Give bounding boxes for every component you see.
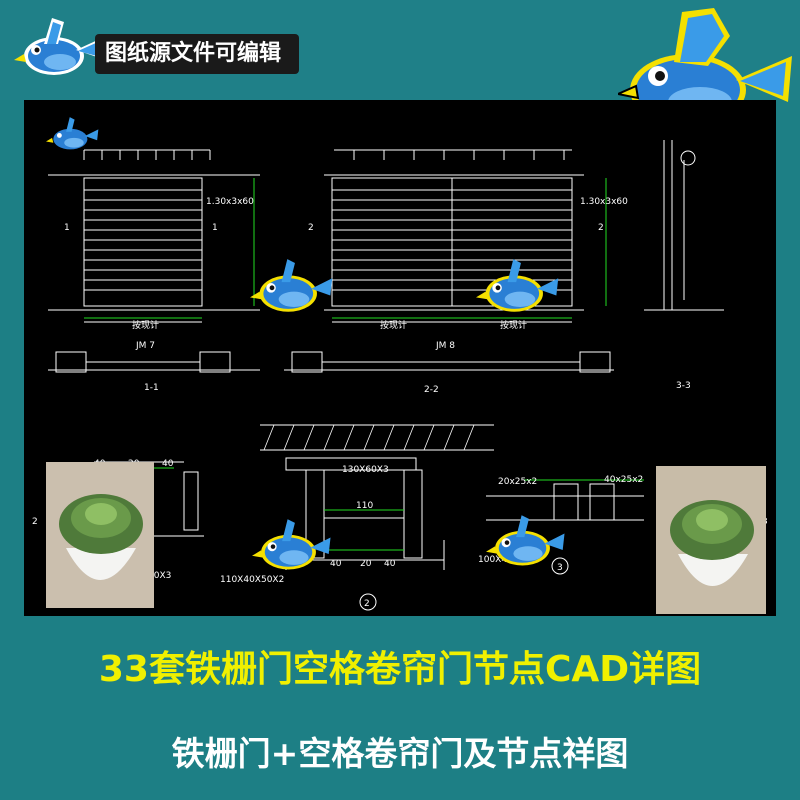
succulent-plant-photo — [656, 466, 766, 614]
detail-number: 2 — [364, 599, 370, 609]
cad-span-label: 按现计 — [132, 319, 159, 331]
cad-span-label: 按现计 — [380, 319, 407, 331]
section-label: 2-2 — [424, 385, 439, 395]
cad-spec: 130X60X3 — [342, 465, 389, 475]
headline: 33套铁栅门空格卷帘门节点CAD详图 — [98, 649, 702, 690]
cad-dim: 110 — [356, 501, 373, 511]
editable-badge: 图纸源文件可编辑 — [95, 34, 300, 74]
cad-spec: 110X40X50X2 — [220, 575, 284, 585]
bird-mascot-icon — [486, 515, 565, 566]
cad-jm-label: JM 7 — [135, 341, 155, 351]
cad-mark: 1 — [64, 223, 70, 233]
cad-spec: 60X3 — [148, 571, 171, 581]
cad-drawing-canvas: 1.30x3x60 1.30x3x60 按现计 按现计 按现计 JM 7 JM … — [24, 100, 776, 616]
cad-spec: 20x25x2 — [498, 477, 537, 487]
cad-mark: 1 — [212, 223, 218, 233]
cad-dim-label: 1.30x3x60 — [206, 197, 254, 207]
cad-dim: 20 — [360, 559, 372, 569]
subheadline: 铁栅门+空格卷帘门及节点祥图 — [171, 734, 629, 773]
bird-mascot-icon — [250, 259, 333, 312]
cad-drawing: 1.30x3x60 1.30x3x60 按现计 按现计 按现计 JM 7 JM … — [32, 140, 768, 611]
succulent-plant-photo — [46, 462, 154, 608]
cad-mark: 2 — [32, 517, 38, 527]
bird-mascot-icon — [14, 18, 102, 75]
cad-mark: 2 — [598, 223, 604, 233]
cad-dim-label: 1.30x3x60 — [580, 197, 628, 207]
bird-mascot-icon — [46, 117, 99, 150]
bird-mascot-icon — [476, 259, 559, 312]
detail-number: 3 — [557, 563, 563, 573]
cad-dim: 40 — [330, 559, 342, 569]
cad-jm-label: JM 8 — [435, 341, 455, 351]
section-label: 1-1 — [144, 383, 159, 393]
cad-dim: 40 — [384, 559, 396, 569]
cad-mark: 2 — [308, 223, 314, 233]
cad-dim: 40 — [162, 459, 174, 469]
bird-mascot-icon — [252, 519, 331, 570]
cad-spec: 40x25x2 — [604, 475, 643, 485]
section-label: 3-3 — [676, 381, 691, 391]
cad-span-label: 按现计 — [500, 319, 527, 331]
